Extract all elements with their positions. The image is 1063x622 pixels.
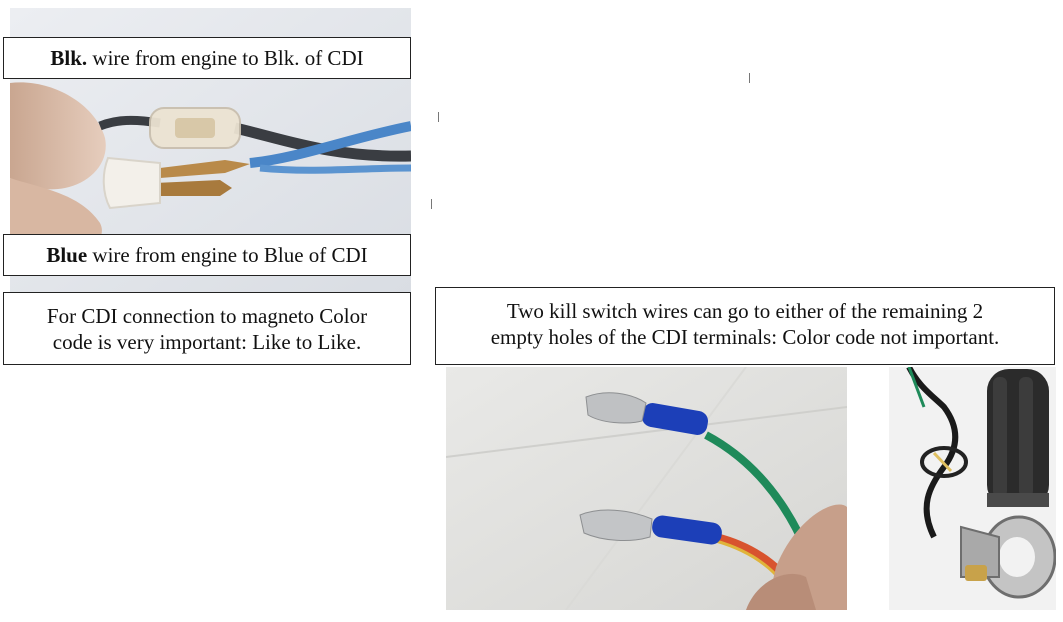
blue-wire-caption-text: wire from engine to Blue of CDI [87,243,368,267]
black-wire-caption: Blk. wire from engine to Blk. of CDI [3,37,411,79]
blue-wire [249,121,411,168]
kill-switch-wires-photo [446,367,847,610]
black-wire-caption-bold: Blk. [50,46,88,70]
blue-wire-caption-bold: Blue [46,243,88,267]
cdi-note-line2: code is very important: Like to Like. [52,330,362,354]
marker-tick [431,199,432,209]
marker-tick [438,112,439,122]
kill-switch-note-line2: empty holes of the CDI terminals: Color … [490,325,1000,349]
marker-tick [749,73,750,83]
kill-switch-note-box: Two kill switch wires can go to either o… [435,287,1055,365]
kill-switch-handlebar-photo [889,367,1056,610]
black-wire-caption-text: wire from engine to Blk. of CDI [87,46,364,70]
kill-switch-note-line1: Two kill switch wires can go to either o… [506,299,984,323]
cdi-note-box: For CDI connection to magneto Color code… [3,292,411,365]
blue-wire-caption: Blue wire from engine to Blue of CDI [3,234,411,276]
cdi-note-line1: For CDI connection to magneto Color [46,304,368,328]
